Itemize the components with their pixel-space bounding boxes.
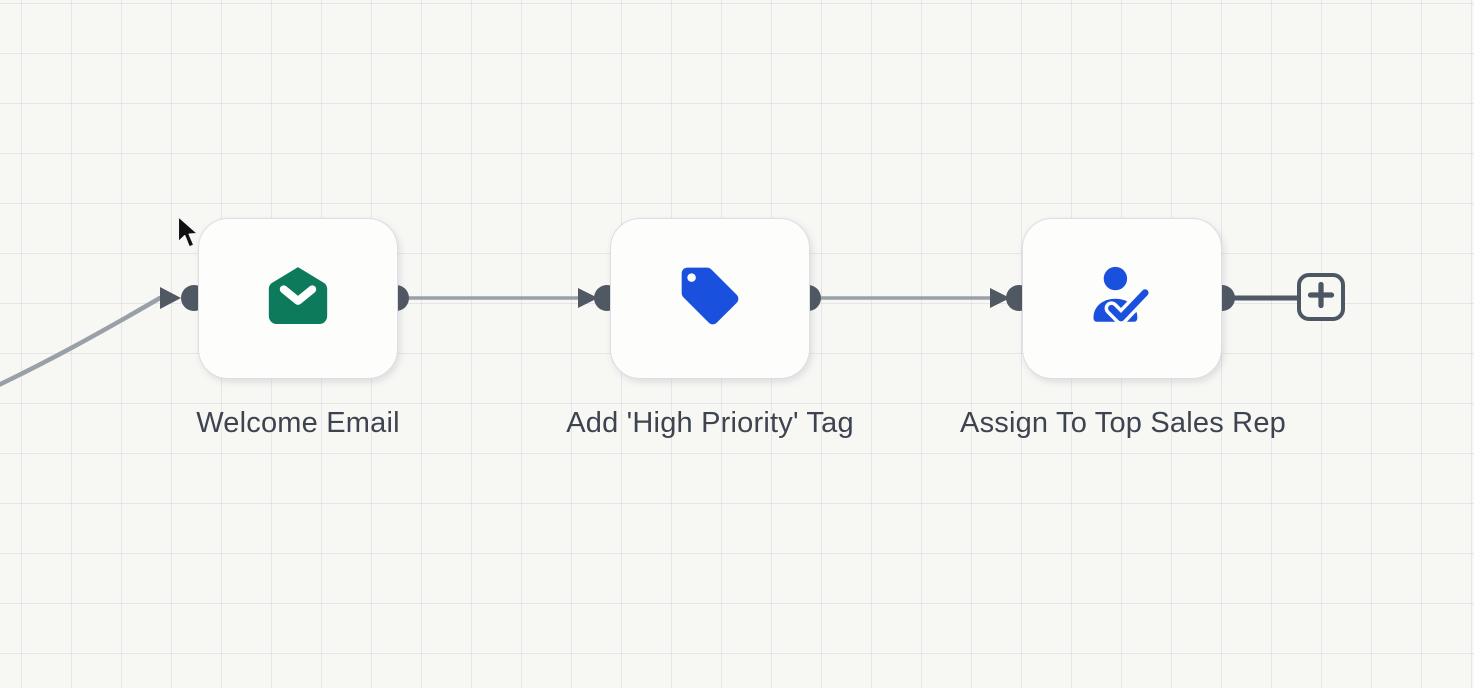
plus-icon xyxy=(1306,280,1336,315)
connection-arrowhead xyxy=(990,288,1010,308)
add-node-button[interactable] xyxy=(1297,273,1345,321)
node-label-assign-to-top-sales-rep: Assign To Top Sales Rep xyxy=(960,407,1286,439)
tag-icon xyxy=(676,262,744,335)
email-open-icon xyxy=(263,261,333,336)
node-assign-to-top-sales-rep[interactable] xyxy=(1022,218,1222,379)
node-label-add-high-priority-tag: Add 'High Priority' Tag xyxy=(566,407,854,439)
node-label-welcome-email: Welcome Email xyxy=(196,407,400,439)
connection-line-incoming xyxy=(0,295,163,387)
mouse-cursor xyxy=(176,215,202,257)
user-check-icon xyxy=(1086,260,1158,337)
node-add-high-priority-tag[interactable] xyxy=(610,218,810,379)
node-welcome-email[interactable] xyxy=(198,218,398,379)
connection-arrowhead xyxy=(160,287,181,309)
connection-arrowhead xyxy=(578,288,598,308)
